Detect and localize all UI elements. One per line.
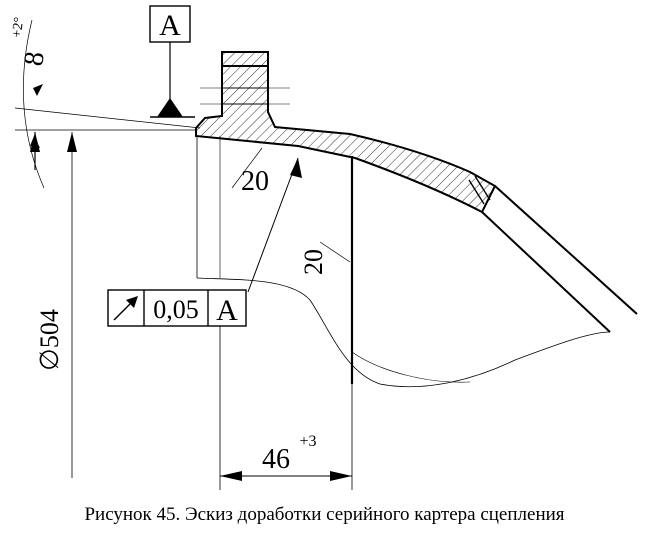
diameter-value: ∅504 (35, 309, 64, 371)
angle-tolerance: +2° (10, 16, 28, 38)
diameter-number: 504 (35, 309, 64, 348)
thickness-top-dimension: 20 (231, 147, 269, 197)
diameter-dimension: ∅504 (30, 132, 77, 478)
tolerance-value: 0,05 (153, 295, 199, 324)
datum-symbol: A (149, 5, 195, 118)
thickness-side-dimension: 20 (299, 241, 351, 275)
part-section (195, 51, 638, 388)
technical-drawing: A 8 +2° ∅504 20 20 (10, 5, 638, 490)
angle-dimension: 8 +2° (10, 16, 201, 189)
body-outline (196, 277, 611, 388)
outer-wall (494, 185, 638, 315)
length-tolerance: +3 (299, 433, 316, 450)
length-value: 46 (262, 444, 290, 475)
datum-letter: A (159, 9, 181, 42)
inner-wall (481, 211, 611, 333)
diameter-symbol: ∅ (35, 348, 64, 371)
angle-value: 8 (18, 50, 51, 68)
length-dimension: 46 +3 (219, 326, 353, 490)
tolerance-frame: 0,05 A (107, 157, 302, 327)
thickness-top-value: 20 (241, 166, 269, 197)
thickness-side-value: 20 (299, 249, 328, 275)
tolerance-datum: A (216, 294, 238, 327)
figure-caption: Рисунок 45. Эскиз доработки серийного ка… (84, 504, 565, 525)
